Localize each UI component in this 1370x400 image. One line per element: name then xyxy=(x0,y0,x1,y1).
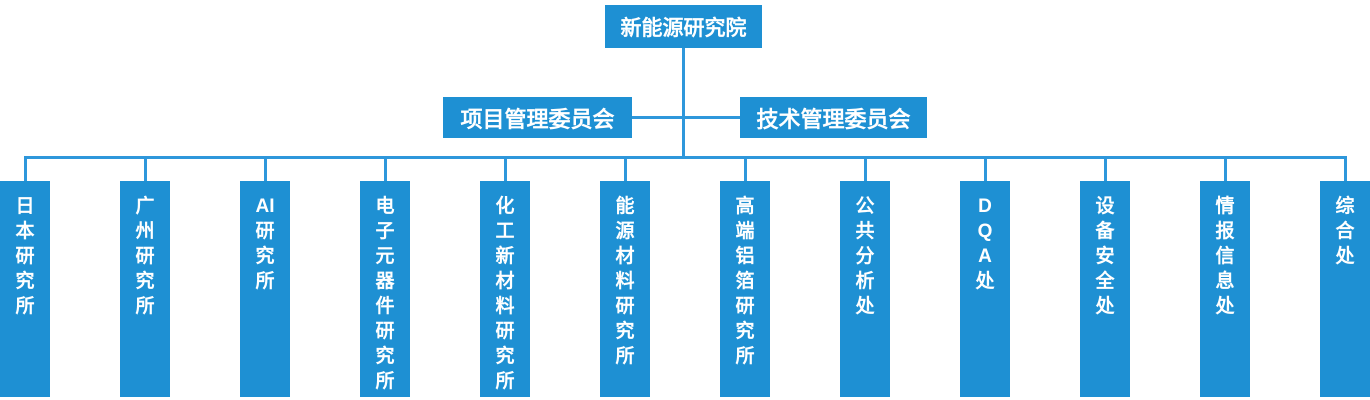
dept-label-char: 料 xyxy=(495,296,515,317)
dept-label-char: 情 xyxy=(1215,196,1235,217)
dept-label-char: 铝 xyxy=(735,246,755,267)
dept-label-char: 处 xyxy=(855,296,875,317)
connector-drop xyxy=(24,156,27,181)
dept-label-char: 所 xyxy=(495,371,515,392)
committee-node-project: 项目管理委员会 xyxy=(443,97,632,138)
dept-label-char: 分 xyxy=(855,246,875,267)
dept-label-char: 处 xyxy=(975,271,995,292)
connector-drop xyxy=(984,156,987,181)
dept-label-char: 研 xyxy=(615,296,635,317)
dept-label-char: 设 xyxy=(1095,196,1115,217)
dept-label-char: 所 xyxy=(375,371,395,392)
dept-label-char: 器 xyxy=(375,271,395,292)
root-node-label: 新能源研究院 xyxy=(620,16,747,40)
dept-label-char: 析 xyxy=(855,271,875,292)
connector-drop xyxy=(1104,156,1107,181)
dept-label-char: 研 xyxy=(135,246,155,267)
dept-box-6: 能源材料研究所 xyxy=(600,181,650,397)
dept-label-char: 究 xyxy=(135,271,155,292)
committee-tech-label: 技术管理委员会 xyxy=(756,106,911,132)
connector-drop xyxy=(504,156,507,181)
dept-label-char: 所 xyxy=(15,296,35,317)
dept-label-char: 所 xyxy=(735,346,755,367)
dept-label-char: 州 xyxy=(135,221,155,242)
dept-label-char: D xyxy=(978,196,992,217)
dept-label-char: 高 xyxy=(735,196,755,217)
dept-label-char: 件 xyxy=(375,296,395,317)
dept-label-char: 究 xyxy=(735,321,755,342)
dept-box-1: 日本研究所 xyxy=(0,181,50,397)
connector-drop xyxy=(864,156,867,181)
connector-drop xyxy=(1224,156,1227,181)
dept-label-char: 化 xyxy=(495,196,515,217)
root-node: 新能源研究院 xyxy=(605,5,762,48)
dept-box-3: AI 研究所 xyxy=(240,181,290,397)
dept-box-12: 综合处 xyxy=(1320,181,1370,397)
dept-box-10: 设备安全处 xyxy=(1080,181,1130,397)
dept-box-5: 化工新材料研究所 xyxy=(480,181,530,397)
connector-drop xyxy=(624,156,627,181)
dept-label-char: 工 xyxy=(495,221,515,242)
committee-project-label: 项目管理委员会 xyxy=(460,106,615,132)
dept-box-11: 情报信息处 xyxy=(1200,181,1250,397)
dept-label-char: 源 xyxy=(615,221,635,242)
connector-drop xyxy=(1344,156,1347,181)
dept-label-char: 研 xyxy=(15,246,35,267)
dept-label-char: Q xyxy=(977,221,993,242)
dept-label-char: 本 xyxy=(15,221,35,242)
dept-label-char: 新 xyxy=(495,246,515,267)
connector-drop xyxy=(384,156,387,181)
connector-root-vertical xyxy=(682,48,685,159)
dept-label-char: 所 xyxy=(615,346,635,367)
dept-label-char: 究 xyxy=(15,271,35,292)
dept-label-char: 究 xyxy=(255,246,275,267)
dept-label-char: 元 xyxy=(375,246,395,267)
dept-label-char: 所 xyxy=(255,271,275,292)
dept-label-char: 箔 xyxy=(735,271,755,292)
dept-label-char: 究 xyxy=(375,346,395,367)
dept-label-char: 处 xyxy=(1215,296,1235,317)
dept-label-char: 处 xyxy=(1095,296,1115,317)
dept-box-8: 公共分析处 xyxy=(840,181,890,397)
dept-box-4: 电子元器件研究所 xyxy=(360,181,410,397)
dept-label-char: 备 xyxy=(1095,221,1115,242)
dept-label-char: 息 xyxy=(1215,271,1235,292)
connector-bus xyxy=(24,156,1346,159)
dept-label-char: 子 xyxy=(375,221,395,242)
dept-label-char: 合 xyxy=(1335,221,1355,242)
dept-label-char: 综 xyxy=(1335,196,1355,217)
committee-node-tech: 技术管理委员会 xyxy=(740,97,927,138)
dept-label-char: 全 xyxy=(1095,271,1115,292)
dept-label-char: 研 xyxy=(375,321,395,342)
dept-box-2: 广州研究所 xyxy=(120,181,170,397)
dept-box-7: 高端铝箔研究所 xyxy=(720,181,770,397)
connector-drop xyxy=(264,156,267,181)
dept-label-char: 研 xyxy=(495,321,515,342)
dept-label-char: 日 xyxy=(15,196,35,217)
dept-label-char: 料 xyxy=(615,271,635,292)
connector-drop xyxy=(144,156,147,181)
dept-label-char: 研 xyxy=(255,221,275,242)
dept-label-char: 研 xyxy=(735,296,755,317)
dept-label-char: 究 xyxy=(495,346,515,367)
dept-label-char: 端 xyxy=(735,221,755,242)
connector-committee-link xyxy=(632,116,740,119)
dept-label-char: 处 xyxy=(1335,246,1355,267)
dept-label-char: 所 xyxy=(135,296,155,317)
dept-label-char: 共 xyxy=(855,221,875,242)
dept-label-char: 广 xyxy=(135,196,155,217)
dept-label-char: 能 xyxy=(615,196,635,217)
dept-label-char: A xyxy=(978,246,992,267)
dept-label-char: 材 xyxy=(495,271,515,292)
dept-label-char: 究 xyxy=(615,321,635,342)
dept-label-char: 信 xyxy=(1215,246,1235,267)
dept-label-char: 电 xyxy=(375,196,395,217)
connector-drop xyxy=(744,156,747,181)
dept-label-char: 安 xyxy=(1095,246,1115,267)
dept-label-char: 公 xyxy=(855,196,875,217)
dept-label-char: AI xyxy=(255,196,275,217)
dept-label-char: 材 xyxy=(615,246,635,267)
dept-label-char: 报 xyxy=(1215,221,1235,242)
